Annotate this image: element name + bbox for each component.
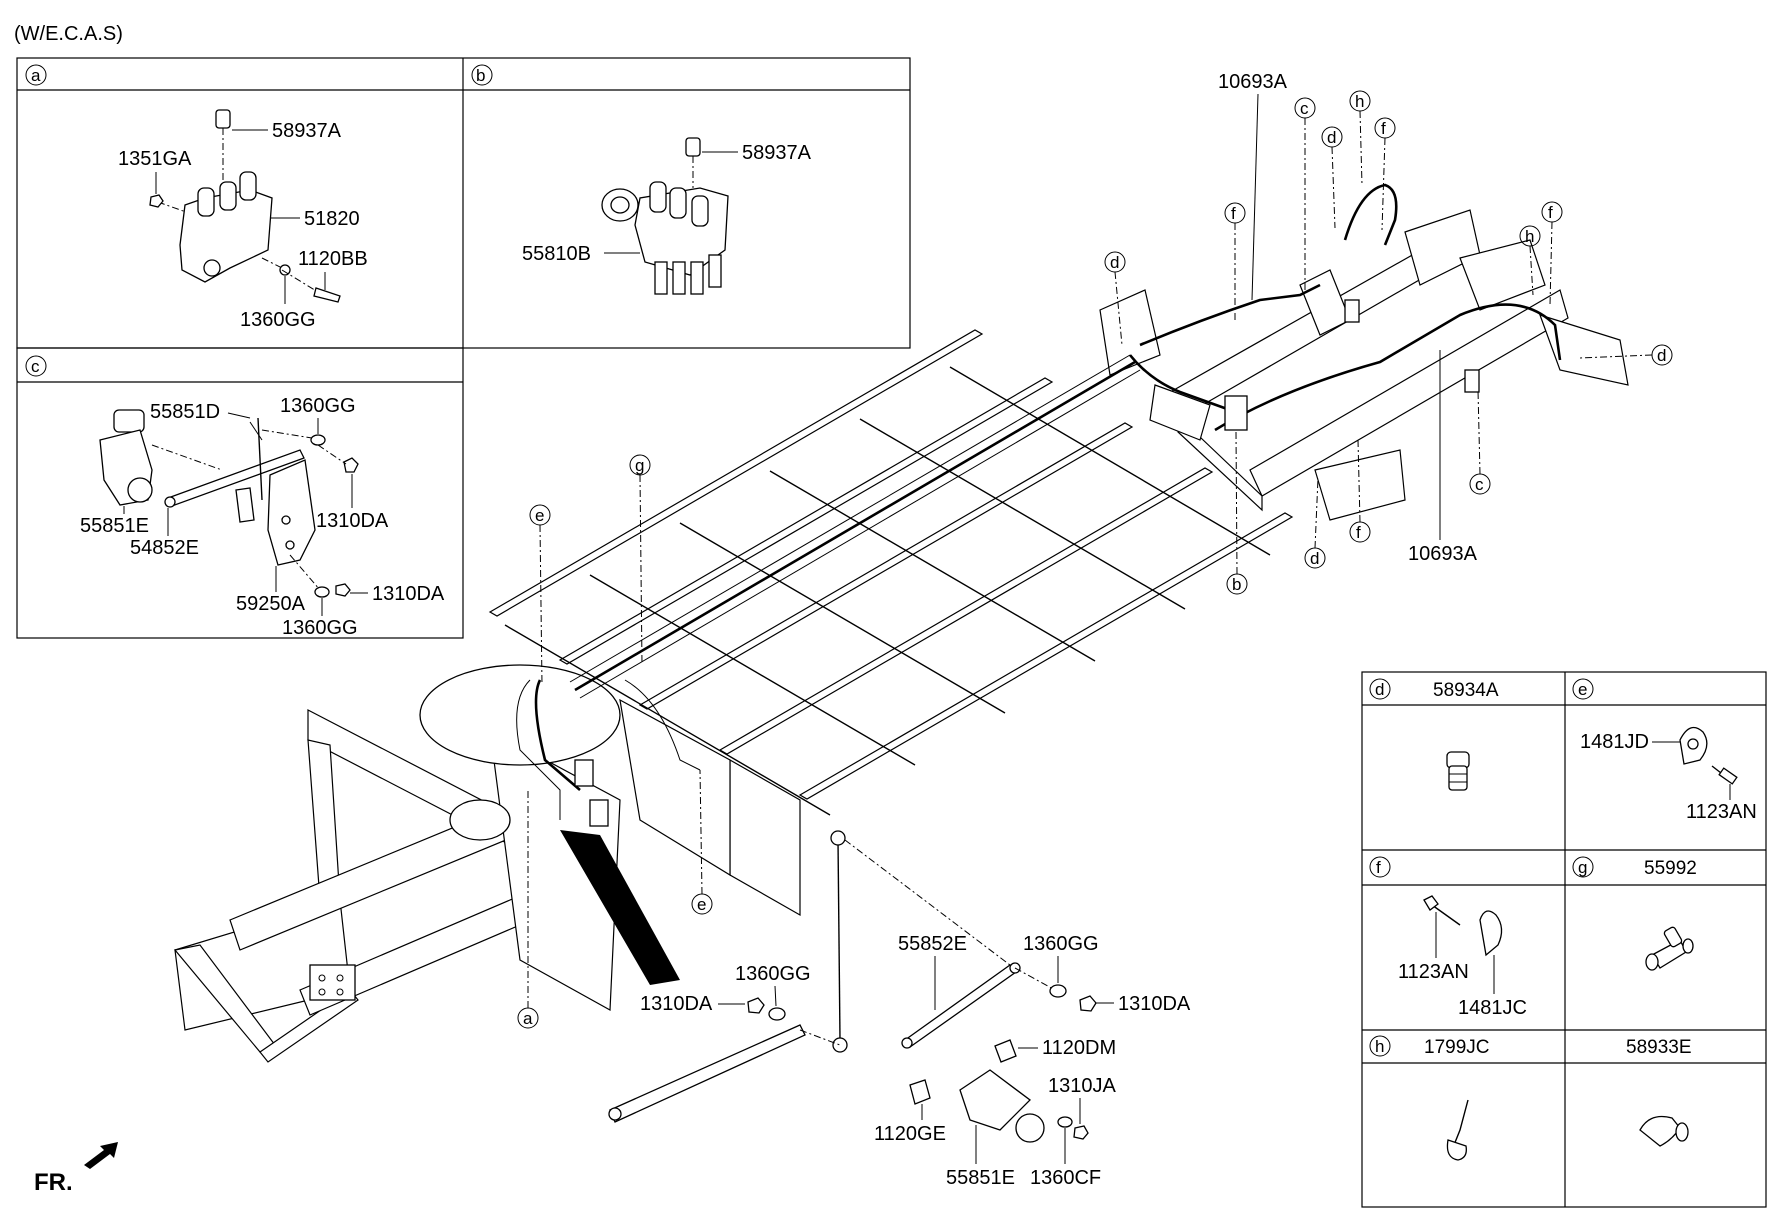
legend-d-part: 58934A	[1433, 680, 1499, 701]
callout-f-left: f	[1231, 204, 1236, 223]
callout-f-right: f	[1548, 203, 1553, 222]
label-55852E-lower: 55852E	[898, 933, 967, 955]
label-58937A-b: 58937A	[742, 142, 812, 164]
label-55810B: 55810B	[522, 243, 591, 265]
legend-g-letter: g	[1578, 858, 1587, 877]
callout-d-bottom: d	[1310, 549, 1319, 568]
label-58937A-a: 58937A	[272, 120, 342, 142]
legend-e-label-1123AN: 1123AN	[1686, 801, 1757, 823]
label-1310DA-c-mid: 1310DA	[316, 510, 389, 532]
label-1360GG-c-top: 1360GG	[280, 395, 356, 417]
callout-b-bottom: b	[1232, 575, 1241, 594]
height-sensor-assembly-drawing	[99, 409, 359, 598]
legend-f-letter: f	[1376, 858, 1381, 877]
panel-a-letter: a	[31, 66, 41, 85]
label-51820: 51820	[304, 208, 360, 230]
legend-blank-part: 58933E	[1626, 1037, 1692, 1058]
label-59250A: 59250A	[236, 593, 306, 615]
detail-panels-frame	[16, 57, 911, 639]
front-direction-indicator: FR.	[34, 1142, 118, 1196]
front-frame	[173, 664, 680, 1063]
callout-h-top: h	[1355, 92, 1364, 111]
label-1310JA: 1310JA	[1048, 1075, 1116, 1097]
label-1120DM: 1120DM	[1042, 1037, 1116, 1059]
front-label: FR.	[34, 1169, 73, 1196]
callout-c-bottom: c	[1475, 475, 1484, 494]
label-1120BB: 1120BB	[298, 248, 368, 270]
elbow-fitting-58933E-icon	[1639, 1115, 1689, 1147]
label-1360GG-lower-left: 1360GG	[735, 963, 811, 985]
callout-f-bottom: f	[1356, 523, 1361, 542]
legend-h-part: 1799JC	[1424, 1037, 1490, 1058]
callout-10693A-top: 10693A	[1218, 71, 1288, 93]
legend-f-label-1481JC: 1481JC	[1458, 997, 1527, 1019]
callout-d-right: d	[1657, 346, 1666, 365]
label-1360GG-c-bot: 1360GG	[282, 617, 358, 639]
label-1360CF: 1360CF	[1030, 1167, 1101, 1189]
chassis-ladder-frame	[488, 329, 1294, 917]
callout-10693A-bottom: 10693A	[1408, 543, 1478, 565]
callout-e-right: e	[697, 895, 706, 914]
label-55851D: 55851D	[150, 401, 220, 423]
label-55851E-c: 55851E	[80, 515, 149, 537]
lower-linkage-parts[interactable]: 1360GG 1310DA 55852E 1360GG 1310DA 1120D…	[608, 830, 1191, 1189]
label-1310DA-lower-left: 1310DA	[640, 993, 713, 1015]
label-54852E: 54852E	[130, 537, 199, 559]
legend-d-letter: d	[1375, 680, 1384, 699]
detail-panel-b[interactable]: b 58937A 55810B	[471, 64, 812, 295]
legend-h-letter: h	[1375, 1037, 1384, 1056]
detail-panel-a[interactable]: a 58937A 1351GA 51820 1120BB 1360GG	[25, 64, 368, 331]
label-1351GA: 1351GA	[118, 148, 192, 170]
label-1360GG-a: 1360GG	[240, 309, 316, 331]
callout-f-top: f	[1381, 119, 1386, 138]
label-1360GG-lower-right: 1360GG	[1023, 933, 1099, 955]
callout-d-top: d	[1327, 128, 1336, 147]
detail-panel-c[interactable]: c 55851D 1360GG 55851E 131	[25, 355, 445, 639]
tee-fitting-55992-icon	[1645, 926, 1694, 971]
label-55851E-lower: 55851E	[946, 1167, 1015, 1189]
fitting-58934A-icon	[1446, 751, 1470, 791]
label-1310DA-c-bot: 1310DA	[372, 583, 445, 605]
legend-f-label-1123AN: 1123AN	[1398, 961, 1469, 983]
clamp-1481JC-icon	[1423, 895, 1503, 957]
linkage-drawing	[608, 830, 1097, 1143]
label-1310DA-lower-right: 1310DA	[1118, 993, 1191, 1015]
clamp-1481JD-icon	[1679, 726, 1738, 785]
valve-55810B-drawing	[601, 137, 729, 295]
variant-title: (W/E.C.A.S)	[14, 23, 123, 45]
front-arrow-icon	[84, 1142, 118, 1169]
panel-c-letter: c	[31, 357, 40, 376]
callout-a-bottom: a	[523, 1009, 533, 1028]
label-1120GE: 1120GE	[874, 1123, 946, 1145]
clip-1799JC-icon	[1446, 1099, 1469, 1161]
legend-e-label-1481JD: 1481JD	[1580, 731, 1649, 753]
panel-b-letter: b	[476, 66, 485, 85]
valve-block-51820-drawing	[149, 109, 341, 303]
callout-h-right: h	[1525, 227, 1534, 246]
legend-g-part: 55992	[1644, 858, 1697, 879]
legend-e-letter: e	[1578, 680, 1587, 699]
callout-g-mid: g	[635, 456, 644, 475]
air-pipe-routing	[516, 183, 1562, 827]
legend-table[interactable]: d 58934A e 1481JD 1123AN f	[1361, 671, 1767, 1208]
callout-c-top: c	[1300, 99, 1309, 118]
callout-e-top: e	[535, 506, 544, 525]
callout-d-left: d	[1110, 253, 1119, 272]
main-callouts[interactable]: 10693A c d h f f d h f d c f	[517, 71, 1673, 1029]
rear-axle-frame	[1099, 209, 1629, 521]
